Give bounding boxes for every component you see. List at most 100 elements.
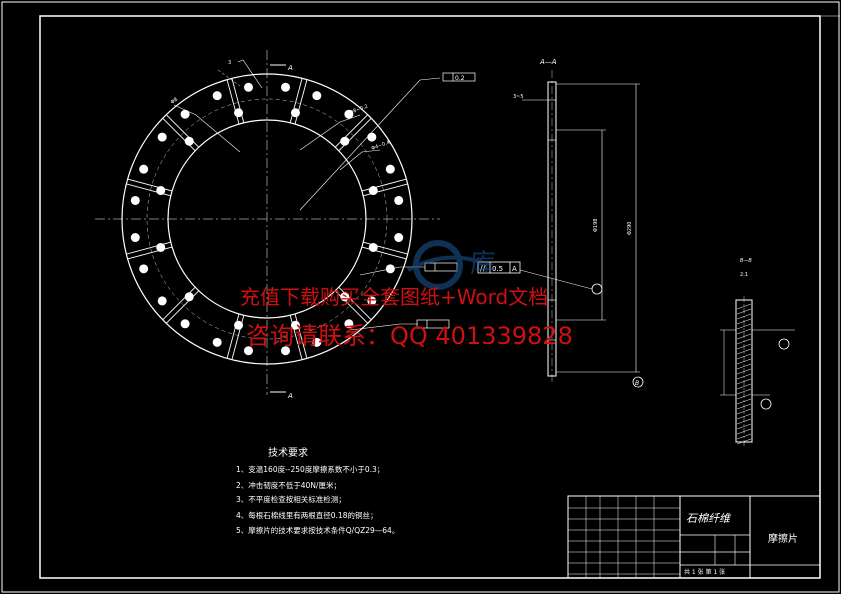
segment-gap-line: [226, 79, 240, 125]
rivet-hole: [340, 136, 350, 146]
watermark-logo: 库: [407, 240, 496, 290]
rivet-hole: [290, 108, 300, 118]
hatch-line: [736, 403, 752, 410]
datum-b-label: B: [635, 380, 639, 387]
part-name: 摩擦片: [768, 532, 798, 545]
rivet-hole: [180, 319, 190, 329]
rivet-hole: [157, 132, 167, 142]
watermark-line-1: 充值下载购买全套图纸+Word文档: [240, 285, 548, 309]
svg-text:3: 3: [228, 60, 231, 66]
svg-text:A: A: [287, 64, 293, 72]
tol-value-3: 0.5: [492, 265, 503, 273]
rivet-hole: [130, 233, 140, 243]
hatch-line: [736, 428, 752, 435]
svg-text:库: 库: [470, 249, 496, 279]
rivet-hole: [367, 296, 377, 306]
rivet-hole: [243, 346, 253, 356]
svg-text:Φ290: Φ290: [627, 222, 633, 235]
rivet-hole: [312, 91, 322, 101]
drawing-frame: [39, 15, 821, 579]
rivet-hole: [312, 337, 322, 347]
hatch-line: [736, 333, 752, 340]
technical-requirements: 技术要求 1、变温160度--250度摩擦系数不小于0.3； 2、冲击韧度不低于…: [236, 446, 399, 535]
rivet-hole: [367, 132, 377, 142]
rivet-hole: [157, 296, 167, 306]
rivet-hole: [340, 292, 350, 302]
segment-gap-line: [165, 114, 200, 148]
hatch-line: [736, 388, 752, 395]
detail-hatching: [736, 303, 752, 445]
rivet-hole: [368, 186, 378, 196]
tech-note-3: 3、不平度检查按相关标准检测；: [236, 494, 346, 504]
hatch-line: [736, 378, 752, 385]
hatch-line: [736, 368, 752, 375]
rivet-hole: [234, 320, 244, 330]
rivet-hole: [344, 109, 354, 119]
hatch-line: [736, 343, 752, 350]
segment-gap-line: [361, 246, 407, 260]
hatch-line: [736, 418, 752, 425]
tech-note-5: 5、摩擦片的技术要求按技术条件Q/QZ29—64。: [236, 525, 399, 535]
rivet-hole: [281, 346, 291, 356]
ring-front-view: A A Φ8~0.2 Φ4~0.4 3 Φ8 0.2: [95, 50, 476, 400]
hatch-line: [736, 353, 752, 360]
rivet-hole: [212, 337, 222, 347]
hatch-line: [736, 383, 752, 390]
svg-text:B—B: B—B: [740, 258, 752, 264]
datum-b-marker: [632, 376, 644, 388]
hatch-line: [736, 438, 752, 445]
svg-text:Φ8~0.2: Φ8~0.2: [349, 104, 369, 116]
hatch-line: [736, 413, 752, 420]
tol-value-1: 0.2: [455, 75, 465, 82]
rivet-hole: [394, 195, 404, 205]
ring-inner-edge: [167, 119, 367, 319]
section-b-b-detail: B—B 2:1: [720, 258, 795, 446]
hatch-line: [736, 328, 752, 335]
svg-text:2:1: 2:1: [740, 272, 748, 278]
hatch-line: [736, 313, 752, 320]
section-aa-label: A—A: [539, 58, 557, 66]
svg-text:Φ198: Φ198: [593, 219, 599, 232]
rivet-hole: [344, 319, 354, 329]
svg-text://: //: [480, 264, 486, 273]
hatch-line: [736, 408, 752, 415]
rivet-hole: [156, 242, 166, 252]
hatch-line: [736, 393, 752, 400]
tech-title: 技术要求: [268, 446, 308, 459]
hatch-line: [736, 308, 752, 315]
section-a-a-view: A—A Φ290 Φ198 3~5 B: [513, 58, 644, 388]
sheet-info: 共 1 张 第 1 张: [684, 568, 725, 576]
rivet-hole: [281, 82, 291, 92]
rivet-hole: [212, 91, 222, 101]
svg-text:Φ4~0.4: Φ4~0.4: [371, 140, 391, 152]
rivet-hole: [385, 164, 395, 174]
title-block: 石棉纤维 摩擦片 共 1 张 第 1 张: [567, 495, 821, 579]
hatch-line: [736, 363, 752, 370]
svg-text:Φ8: Φ8: [170, 97, 179, 106]
hatch-line: [736, 433, 752, 440]
hatch-line: [736, 398, 752, 405]
segment-gap-line: [162, 117, 196, 152]
segment-gap-line: [165, 290, 200, 324]
hatch-line: [736, 338, 752, 345]
rivet-hole: [243, 82, 253, 92]
rivet-hole: [234, 108, 244, 118]
rivet-hole: [184, 292, 194, 302]
flatness-tolerance-frame: // 0.5 A: [477, 261, 521, 274]
tech-note-2: 2、冲击韧度不低于40N/厘米；: [236, 480, 341, 490]
segment-gap-line: [127, 178, 173, 192]
segment-gap-line: [226, 313, 240, 359]
rivet-hole: [139, 264, 149, 274]
rivet-hole: [139, 164, 149, 174]
svg-text:3~5: 3~5: [513, 94, 524, 100]
rivet-hole: [290, 320, 300, 330]
hatch-line: [736, 323, 752, 330]
tol-datum-a: A: [512, 265, 517, 273]
hatch-line: [736, 348, 752, 355]
hatch-line: [736, 423, 752, 430]
segment-gap-line: [334, 114, 369, 148]
material-label: 石棉纤维: [686, 512, 732, 525]
segment-gap-line: [294, 79, 308, 125]
